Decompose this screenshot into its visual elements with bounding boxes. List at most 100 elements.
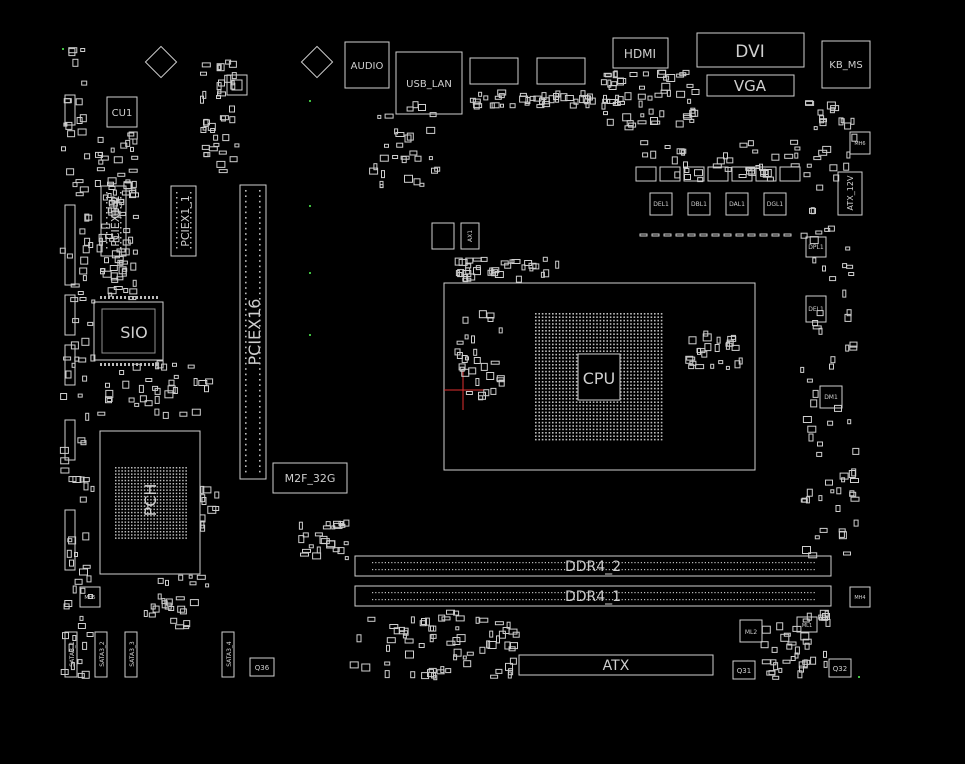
dimm-pin xyxy=(532,569,534,571)
cpu-ball xyxy=(565,432,568,434)
passive-part xyxy=(424,617,430,626)
cpu-ball xyxy=(616,333,619,335)
ax-neighbor-part[interactable] xyxy=(431,222,455,250)
passive-part xyxy=(807,425,817,433)
dimm-pin xyxy=(650,599,652,601)
pch-area: PCH xyxy=(99,430,201,575)
cpu-ball xyxy=(654,364,656,366)
dimm-pin xyxy=(669,599,671,601)
atx-connector[interactable] xyxy=(518,654,714,676)
dimm-pin xyxy=(602,569,604,571)
mh6-hole[interactable] xyxy=(849,131,871,155)
pch-ball xyxy=(118,527,120,530)
vga-connector[interactable] xyxy=(706,74,795,97)
pciex1-1-slot[interactable] xyxy=(170,185,197,257)
usb-header-b[interactable] xyxy=(536,57,586,85)
pch-ball xyxy=(153,486,155,488)
pcie-pin xyxy=(245,422,247,424)
pch-ball xyxy=(166,489,168,491)
passive-part xyxy=(143,610,148,617)
cpu-ball xyxy=(630,391,632,393)
kb-ms-connector[interactable] xyxy=(821,40,871,89)
q36-part[interactable] xyxy=(249,657,275,677)
cu1-chip[interactable] xyxy=(106,96,138,128)
cpu-ball xyxy=(545,319,547,322)
passive-part xyxy=(139,395,147,403)
cpu-ball xyxy=(575,381,578,383)
sata3-2-port[interactable] xyxy=(94,631,108,678)
q32-part[interactable] xyxy=(828,658,852,678)
dvi-connector[interactable] xyxy=(696,32,805,68)
del1-right-part[interactable] xyxy=(805,295,827,323)
dimm-pin xyxy=(669,592,671,594)
cpu-ball xyxy=(620,401,622,403)
usb-header-a[interactable] xyxy=(469,57,519,85)
ddr4-1-slot[interactable] xyxy=(354,585,832,607)
sio-chip[interactable] xyxy=(93,301,164,361)
dimm-pin xyxy=(644,569,646,571)
q31-part[interactable] xyxy=(732,660,756,680)
dal1-part[interactable] xyxy=(725,192,749,216)
pciex16-slot[interactable] xyxy=(239,184,267,480)
dimm-pin xyxy=(442,562,444,564)
hdmi-connector[interactable] xyxy=(612,37,669,69)
cpu-socket-outline[interactable] xyxy=(443,282,756,471)
audio-connector[interactable] xyxy=(344,41,390,89)
passive-part xyxy=(543,269,550,278)
atx12v-connector[interactable] xyxy=(837,171,863,216)
sata3-4-port[interactable] xyxy=(221,631,235,678)
cpu-ball xyxy=(640,432,642,434)
cpu-ball xyxy=(562,343,564,346)
cpu-ball xyxy=(606,404,608,407)
cpu-ball xyxy=(565,330,568,332)
dimm-pin xyxy=(439,592,441,594)
dimm-pin xyxy=(560,592,562,594)
dimm-pin xyxy=(528,599,530,601)
passive-part xyxy=(410,671,416,679)
dbl1-part[interactable] xyxy=(687,192,711,216)
dm1-chip[interactable] xyxy=(819,385,843,409)
rotated-chip-1[interactable] xyxy=(144,45,178,79)
m2-slot[interactable] xyxy=(272,462,348,494)
cpu-ball xyxy=(541,370,544,373)
rotated-chip-2[interactable] xyxy=(300,45,334,79)
cpu-ball xyxy=(575,394,578,397)
dimm-pin xyxy=(765,592,767,594)
ddr4-2-slot[interactable] xyxy=(354,555,832,577)
pch-ball xyxy=(143,505,146,507)
cpu-ball xyxy=(579,323,581,325)
mh4-hole[interactable] xyxy=(849,586,871,608)
sata3-1-port[interactable] xyxy=(64,631,78,678)
pch-ball xyxy=(150,521,152,523)
dimm-pin xyxy=(541,562,543,564)
cpu-ball xyxy=(623,350,625,352)
cpu-ball xyxy=(538,319,540,322)
sata3-3-port[interactable] xyxy=(124,631,138,678)
cpu-ball xyxy=(630,370,632,373)
mh5-hole[interactable] xyxy=(79,586,101,608)
dimm-pin xyxy=(503,599,505,601)
ax1-part[interactable] xyxy=(460,222,480,250)
dimm-pin xyxy=(394,599,396,601)
cpu-ball xyxy=(596,316,598,318)
cpu-ball xyxy=(599,336,602,339)
passive-part xyxy=(472,257,482,262)
cpu-ball xyxy=(606,316,608,318)
passive-part xyxy=(196,574,206,580)
cpu-ball xyxy=(609,326,612,329)
cpu-ball xyxy=(620,313,622,315)
dimm-pin xyxy=(506,569,508,571)
pch-outline[interactable] xyxy=(99,430,201,575)
pch-ball xyxy=(179,476,181,479)
cpu-ball xyxy=(633,425,636,427)
dimm-pin xyxy=(580,599,582,601)
usb-lan-connector[interactable] xyxy=(395,51,463,115)
cpu-ball xyxy=(660,313,663,315)
cpu-ball xyxy=(548,384,551,386)
pch-ball xyxy=(131,467,133,469)
passive-part xyxy=(127,132,135,137)
del1-part[interactable] xyxy=(649,192,673,216)
dimm-pin xyxy=(810,592,812,594)
dgl1-part[interactable] xyxy=(763,192,787,216)
small-chip-1[interactable] xyxy=(226,74,248,96)
